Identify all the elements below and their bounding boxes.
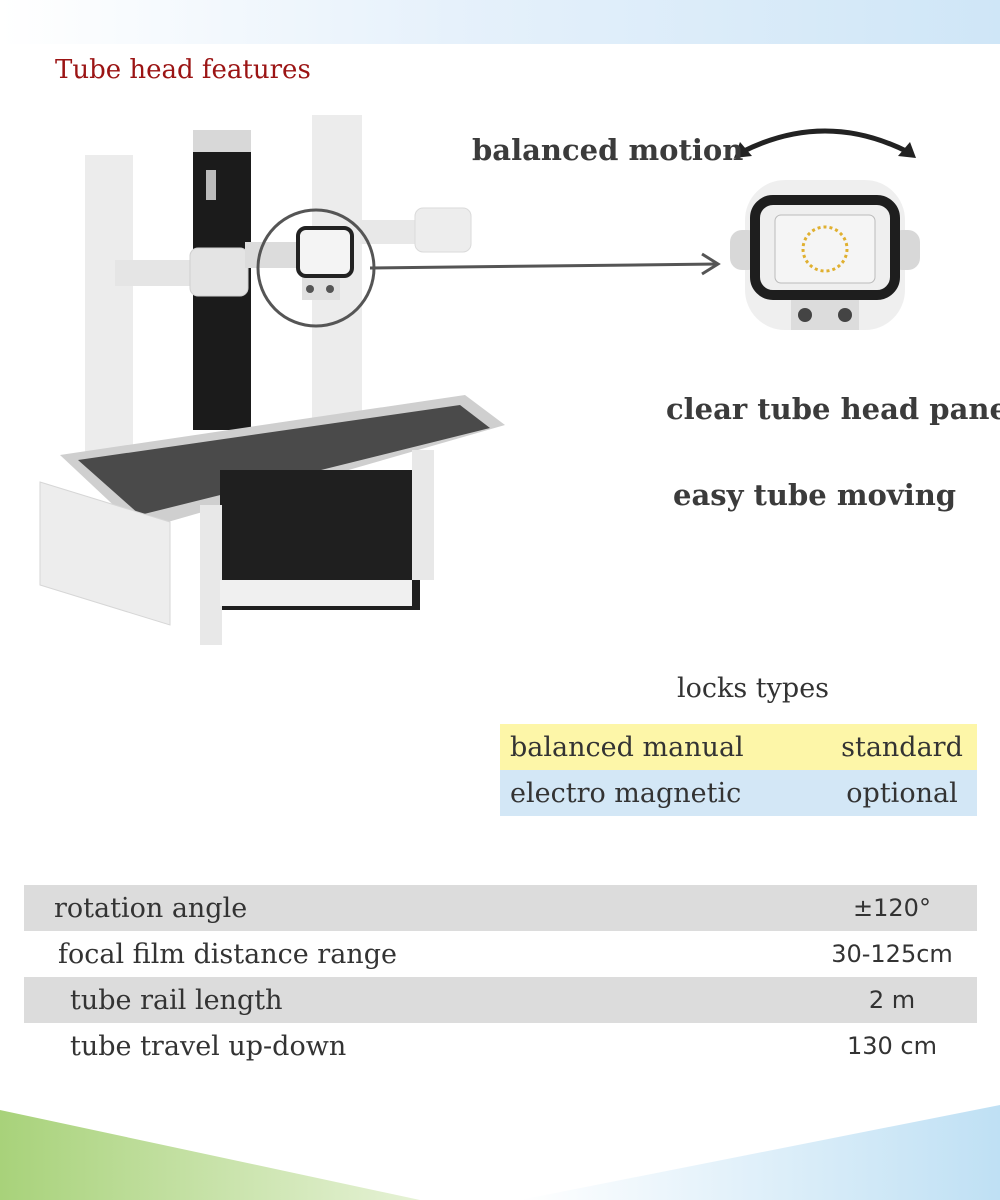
table-row: rotation angle ±120° xyxy=(24,885,977,931)
lock-name: electro magnetic xyxy=(510,777,742,809)
spec-value: 2 m xyxy=(868,986,916,1014)
xray-machine-illustration xyxy=(39,115,505,645)
tube-head-closeup xyxy=(730,180,920,330)
bottom-gradient-band xyxy=(0,1105,1000,1200)
spec-table: rotation angle ±120° focal film distance… xyxy=(24,885,977,1069)
lock-row: balanced manual standard xyxy=(500,724,977,770)
spec-label: tube rail length xyxy=(70,984,283,1016)
spec-label: rotation angle xyxy=(54,892,248,924)
feature-balanced-motion: balanced motion xyxy=(472,133,744,167)
lock-value: optional xyxy=(846,777,958,809)
table-row: tube travel up-down 130 cm xyxy=(24,1023,977,1069)
pointer-arrow-icon xyxy=(369,252,721,276)
top-gradient-band xyxy=(0,0,1000,44)
table-row: focal film distance range 30-125cm xyxy=(24,931,977,977)
feature-easy-moving: easy tube moving xyxy=(673,478,957,512)
spec-value: ±120° xyxy=(853,894,931,922)
locks-table: balanced manual standard electro magneti… xyxy=(500,724,977,816)
lock-row: electro magnetic optional xyxy=(500,770,977,816)
feature-clear-panel: clear tube head panel xyxy=(666,392,1000,426)
spec-value: 130 cm xyxy=(846,1032,937,1060)
table-row: tube rail length 2 m xyxy=(24,977,977,1023)
lock-name: balanced manual xyxy=(510,731,744,763)
curved-double-arrow-icon xyxy=(734,128,916,158)
spec-value: 30-125cm xyxy=(831,940,953,968)
spec-label: focal film distance range xyxy=(58,938,397,970)
spec-label: tube travel up-down xyxy=(70,1030,347,1062)
locks-title: locks types xyxy=(677,673,830,704)
lock-value: standard xyxy=(841,731,963,763)
page-title: Tube head features xyxy=(55,55,311,85)
